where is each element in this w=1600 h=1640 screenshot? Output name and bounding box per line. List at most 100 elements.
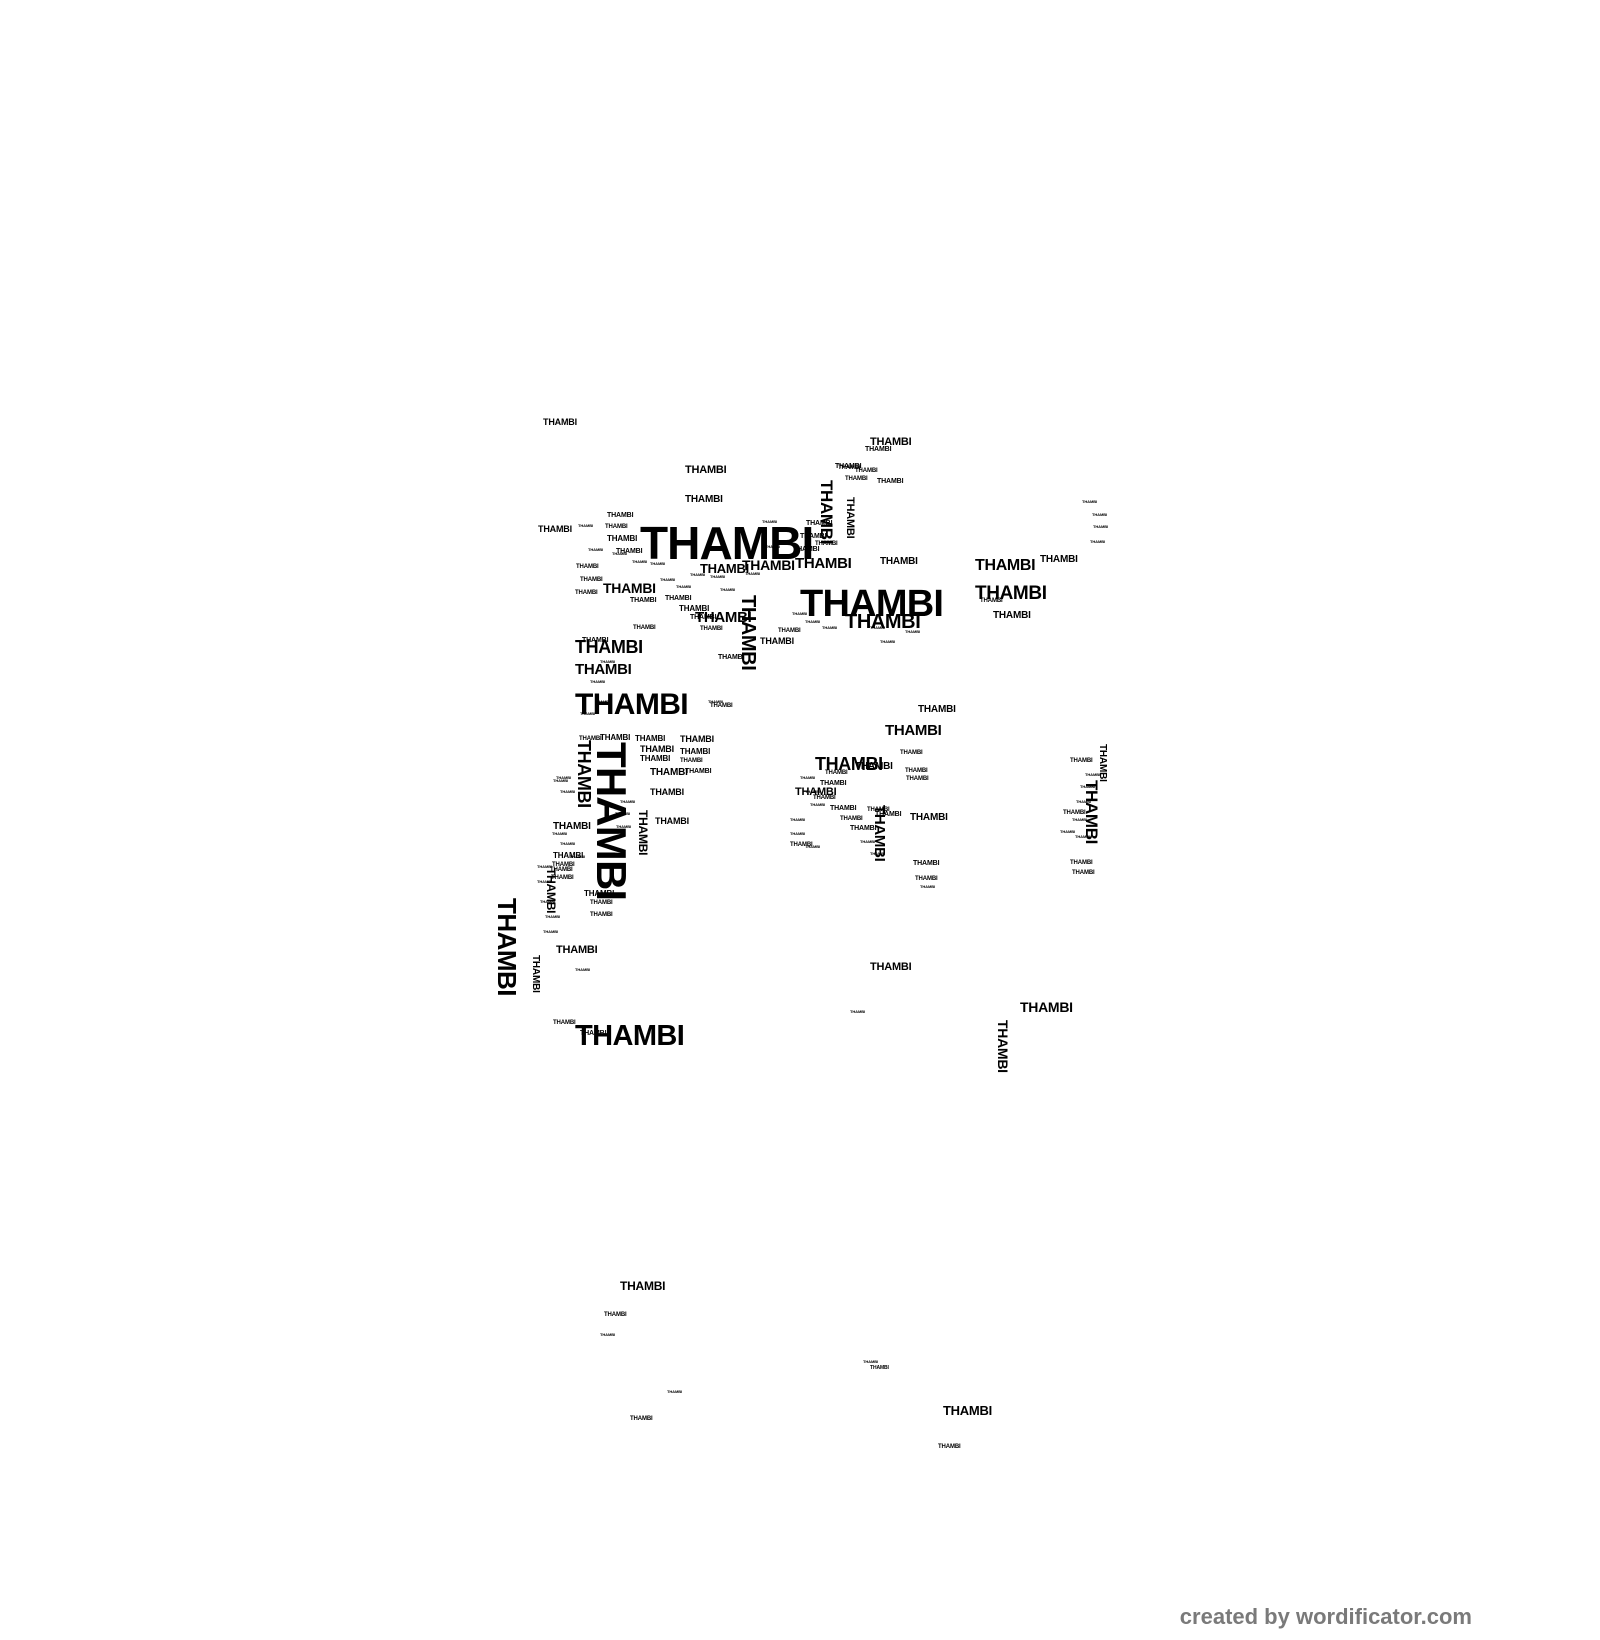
cloud-word: THAMBI	[805, 619, 821, 624]
cloud-word: THAMBI	[850, 1009, 866, 1014]
cloud-word: THAMBI	[620, 1279, 666, 1293]
cloud-word: THAMBI	[844, 497, 856, 539]
cloud-word: THAMBI	[640, 517, 814, 569]
cloud-word: THAMBI	[633, 625, 656, 631]
cloud-word: THAMBI	[537, 864, 553, 869]
cloud-word: THAMBI	[1072, 817, 1088, 822]
cloud-word: THAMBI	[840, 816, 863, 822]
cloud-word: THAMBI	[1085, 772, 1101, 777]
cloud-word: THAMBI	[553, 851, 584, 860]
cloud-word: THAMBI	[855, 761, 893, 772]
cloud-word: THAMBI	[556, 944, 598, 956]
cloud-word: THAMBI	[650, 767, 688, 778]
cloud-word: THAMBI	[685, 494, 723, 505]
cloud-word: THAMBI	[553, 821, 591, 832]
cloud-word: THAMBI	[551, 875, 574, 881]
cloud-word: THAMBI	[850, 825, 877, 832]
cloud-word: THAMBI	[915, 876, 938, 882]
cloud-word: THAMBI	[650, 561, 666, 566]
cloud-word: THAMBI	[792, 611, 808, 616]
cloud-word: THAMBI	[588, 547, 604, 552]
cloud-word: THAMBI	[640, 744, 674, 754]
cloud-word: THAMBI	[805, 789, 821, 794]
cloud-word: THAMBI	[790, 831, 806, 836]
cloud-word: THAMBI	[552, 831, 568, 836]
cloud-word: THAMBI	[685, 768, 712, 775]
cloud-word: THAMBI	[575, 637, 643, 657]
cloud-word: THAMBI	[1063, 810, 1086, 816]
cloud-word: THAMBI	[580, 577, 603, 583]
cloud-word: THAMBI	[543, 417, 577, 427]
cloud-word: THAMBI	[742, 557, 795, 573]
cloud-word: THAMBI	[660, 577, 676, 582]
cloud-word: THAMBI	[543, 929, 559, 934]
cloud-word: THAMBI	[550, 867, 573, 873]
cloud-word: THAMBI	[870, 436, 912, 448]
cloud-word: THAMBI	[1060, 829, 1076, 834]
cloud-word: THAMBI	[900, 750, 923, 756]
cloud-word: THAMBI	[870, 851, 886, 856]
cloud-word: THAMBI	[910, 812, 948, 823]
cloud-word: THAMBI	[835, 463, 862, 470]
cloud-word: THAMBI	[790, 842, 813, 848]
cloud-word: THAMBI	[545, 914, 561, 919]
cloud-word: THAMBI	[865, 446, 892, 453]
cloud-word: THAMBI	[553, 778, 569, 783]
cloud-word: THAMBI	[867, 807, 890, 813]
cloud-word: THAMBI	[685, 464, 727, 476]
cloud-word: THAMBI	[790, 817, 806, 822]
cloud-word: THAMBI	[975, 557, 1036, 574]
cloud-word: THAMBI	[612, 551, 628, 556]
cloud-word: THAMBI	[975, 583, 1047, 604]
cloud-word: THAMBI	[680, 758, 703, 764]
cloud-word: THAMBI	[616, 548, 643, 555]
cloud-word: THAMBI	[813, 795, 836, 801]
cloud-word: THAMBI	[650, 787, 684, 797]
cloud-word: THAMBI	[855, 468, 878, 474]
cloud-word: THAMBI	[600, 1332, 616, 1337]
cloud-word: THAMBI	[679, 604, 710, 613]
cloud-word: THAMBI	[570, 854, 586, 859]
cloud-word: THAMBI	[595, 699, 611, 704]
cloud-word: THAMBI	[616, 824, 632, 829]
cloud-word: THAMBI	[553, 1020, 576, 1026]
cloud-word: THAMBI	[860, 839, 876, 844]
cloud-word: THAMBI	[806, 520, 833, 527]
cloud-word: THAMBI	[710, 703, 733, 709]
cloud-word: THAMBI	[870, 625, 886, 630]
cloud-word: THAMBI	[1090, 539, 1106, 544]
cloud-word: THAMBI	[556, 775, 572, 780]
cloud-word: THAMBI	[708, 699, 724, 704]
cloud-word: THAMBI	[665, 595, 692, 602]
cloud-word: THAMBI	[615, 811, 631, 816]
cloud-word: THAMBI	[1075, 834, 1091, 839]
cloud-word: THAMBI	[1076, 799, 1092, 804]
cloud-word: THAMBI	[584, 889, 615, 898]
cloud-word: THAMBI	[590, 912, 613, 918]
cloud-word: THAMBI	[905, 629, 921, 634]
cloud-word: THAMBI	[579, 736, 602, 742]
cloud-word: THAMBI	[1082, 499, 1098, 504]
cloud-word: THAMBI	[995, 1020, 1011, 1073]
cloud-word: THAMBI	[580, 1030, 607, 1037]
cloud-word: THAMBI	[877, 478, 904, 485]
cloud-word: THAMBI	[600, 659, 616, 664]
cloud-word: THAMBI	[820, 780, 847, 787]
cloud-word: THAMBI	[880, 556, 918, 567]
cloud-word: THAMBI	[604, 1312, 627, 1318]
cloud-word: THAMBI	[778, 628, 801, 634]
cloud-word: THAMBI	[875, 811, 902, 818]
cloud-word: THAMBI	[1080, 784, 1096, 789]
cloud-word: THAMBI	[810, 802, 826, 807]
credit-text[interactable]: created by wordificator.com	[1179, 1604, 1472, 1629]
cloud-word: THAMBI	[1072, 870, 1095, 876]
cloud-word: THAMBI	[793, 546, 820, 553]
cloud-word: THAMBI	[830, 805, 857, 812]
cloud-word: THAMBI	[800, 533, 827, 540]
cloud-word: THAMBI	[718, 654, 745, 661]
cloud-word: THAMBI	[635, 734, 666, 743]
cloud-word: THAMBI	[575, 661, 632, 678]
cloud-word: THAMBI	[575, 590, 598, 596]
cloud-word: THAMBI	[607, 512, 634, 519]
cloud-word: THAMBI	[918, 704, 956, 715]
